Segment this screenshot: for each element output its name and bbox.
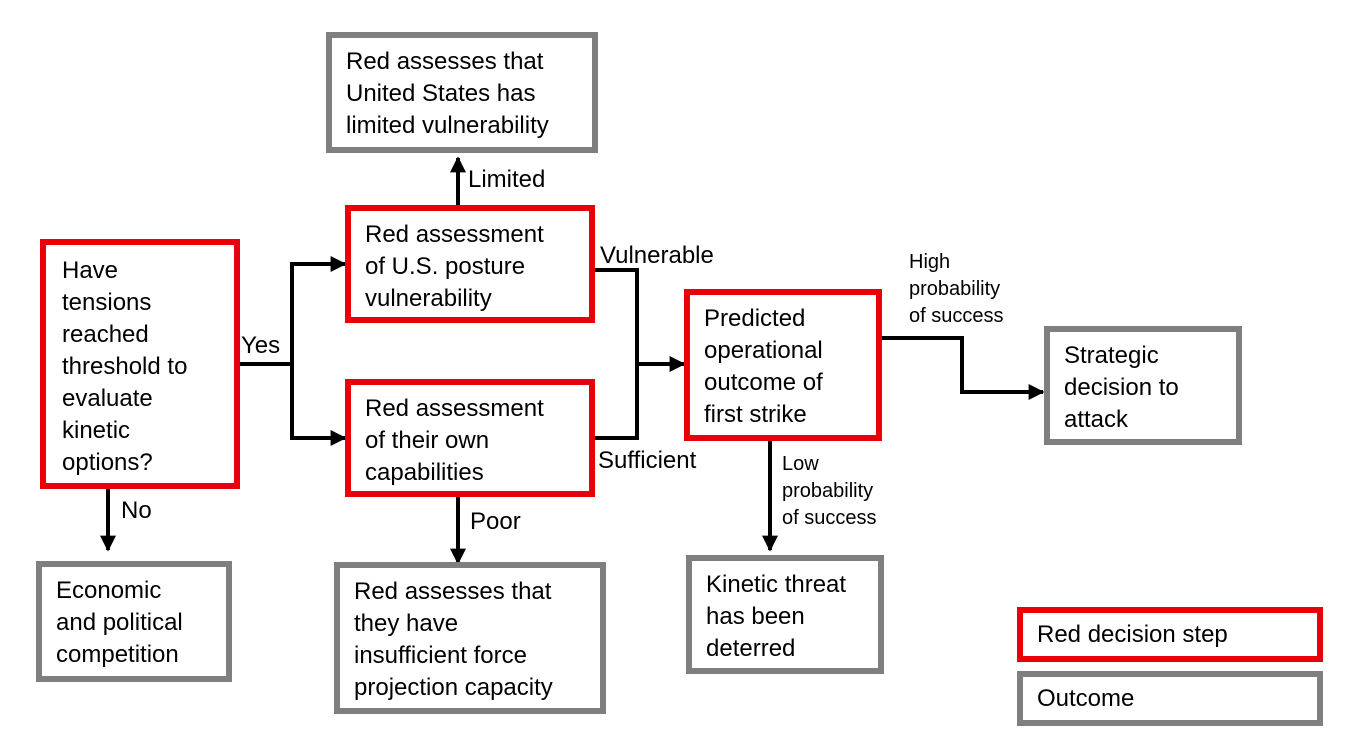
arrow-vulnerable-line (594, 268, 639, 440)
node-strategic-decision: Strategic decision to attack (1044, 326, 1242, 445)
node-threshold-question: Have tensions reached threshold to evalu… (40, 239, 240, 489)
label-poor: Poor (470, 508, 521, 535)
node-insufficient-force: Red assesses that they have insufficient… (334, 562, 606, 714)
label-low-probability: Low probability of success (782, 453, 877, 529)
node-us-posture-assessment: Red assessment of U.S. posture vulnerabi… (345, 205, 595, 323)
legend-red-decision-step: Red decision step (1017, 607, 1323, 662)
label-limited: Limited (468, 166, 546, 193)
label-high-probability: High probability of success (909, 251, 1004, 327)
arrow-high-probability (880, 336, 1045, 400)
arrow-to-own-capabilities (290, 364, 347, 446)
node-economic-political: Economic and political competition (36, 561, 232, 682)
node-us-limited-vulnerability: Red assesses that United States has limi… (326, 32, 598, 153)
node-predicted-outcome: Predicted operational outcome of first s… (684, 289, 882, 441)
label-sufficient: Sufficient (598, 447, 697, 474)
node-kinetic-deterred: Kinetic threat has been deterred (686, 555, 884, 674)
label-vulnerable: Vulnerable (600, 242, 714, 269)
label-yes: Yes (241, 332, 281, 359)
legend-outcome: Outcome (1017, 671, 1323, 726)
node-own-capabilities-assessment: Red assessment of their own capabilities (345, 379, 595, 497)
arrow-to-us-posture (290, 256, 347, 364)
label-no: No (121, 497, 152, 524)
